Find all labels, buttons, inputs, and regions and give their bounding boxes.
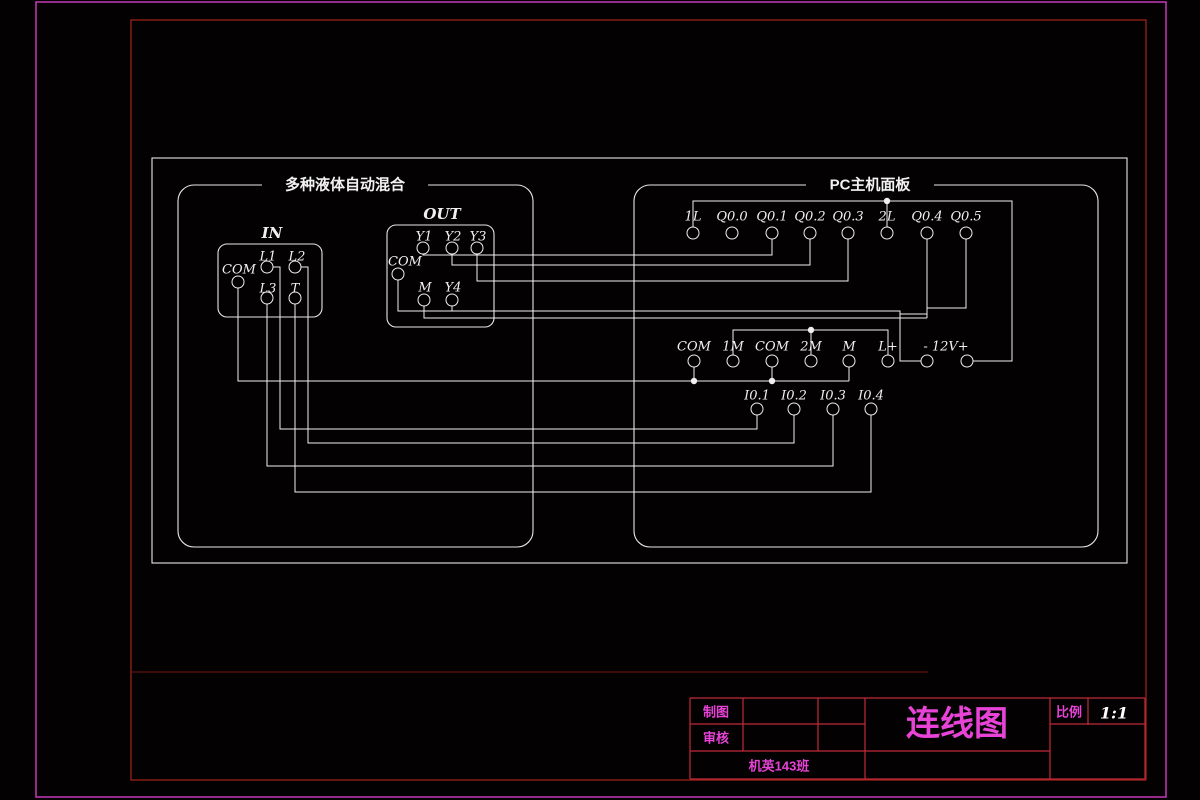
in-block-title: IN xyxy=(261,224,284,242)
terminal-circle-out-y4 xyxy=(445,293,459,307)
terminal-circle-out-y3 xyxy=(470,241,484,255)
wire-outcom-12vminus xyxy=(397,280,921,362)
terminal-label-pc-lplus: L+ xyxy=(877,340,898,355)
terminal-circle-pc-12v-plus xyxy=(960,354,974,368)
in-block xyxy=(217,243,323,318)
wire-1l-12vplus xyxy=(692,200,1013,362)
terminal-label-pc-q01: Q0.1 xyxy=(756,210,787,225)
terminal-label-pc-q03: Q0.3 xyxy=(832,210,863,225)
left-title-gap xyxy=(262,176,428,194)
terminal-label-pc-q02: Q0.2 xyxy=(794,210,825,225)
class-text: 机英143班 xyxy=(749,759,810,774)
terminal-circle-pc-i02 xyxy=(787,402,801,416)
terminal-label-in-l3: L3 xyxy=(259,282,277,297)
diagram-outline-rect xyxy=(151,157,1128,564)
terminal-label-pc-com2: COM xyxy=(755,340,790,355)
terminal-label-pc-q04: Q0.4 xyxy=(911,210,942,225)
terminal-circle-out-y2 xyxy=(445,241,459,255)
terminal-label-pc-com1: COM xyxy=(677,340,712,355)
wire-t-i04 xyxy=(294,304,872,493)
terminal-circle-in-l1 xyxy=(260,260,274,274)
terminal-label-out-y3: Y3 xyxy=(470,230,487,245)
inner-red-frame xyxy=(130,19,1147,781)
terminal-circle-pc-1l xyxy=(686,226,700,240)
terminal-label-out-com: COM xyxy=(388,255,423,270)
terminal-label-pc-1l: 1L xyxy=(685,210,702,225)
terminal-circle-pc-2l xyxy=(880,226,894,240)
wire-l3-i03 xyxy=(266,304,834,467)
terminal-label-in-l2: L2 xyxy=(288,250,306,265)
terminal-circle-pc-q03 xyxy=(841,226,855,240)
terminal-circle-pc-12v-minus xyxy=(920,354,934,368)
wire-common-bus xyxy=(237,288,849,382)
terminal-circle-in-l2 xyxy=(288,260,302,274)
wires xyxy=(237,200,1013,493)
terminal-label-in-l1: L1 xyxy=(259,250,277,265)
out-block xyxy=(386,224,495,328)
out-block-title: OUT xyxy=(423,205,462,223)
terminal-label-pc-2l: 2L xyxy=(878,210,896,225)
terminal-circle-pc-i04 xyxy=(864,402,878,416)
title-block: 制图 审核 机英143班 连线图 比例 1:1 xyxy=(689,697,1146,780)
terminal-label-pc-i02: I0.2 xyxy=(780,389,807,404)
terminal-circle-pc-com1 xyxy=(687,354,701,368)
terminal-label-pc-q05: Q0.5 xyxy=(950,210,981,225)
terminal-circle-pc-q05 xyxy=(959,226,973,240)
terminal-circle-out-m xyxy=(417,293,431,307)
wire-outm-q04 xyxy=(423,306,927,319)
terminal-circle-pc-q04 xyxy=(920,226,934,240)
terminal-label-pc-2m: 2M xyxy=(799,340,822,355)
plc-panel xyxy=(633,184,1099,548)
terminal-label-in-com: COM xyxy=(222,263,257,278)
terminal-label-pc-i01: I0.1 xyxy=(743,389,770,404)
terminal-label-out-y2: Y2 xyxy=(445,230,462,245)
wire-l2-i02 xyxy=(301,266,795,444)
wire-y3-q03 xyxy=(476,239,849,282)
terminal-circle-pc-i03 xyxy=(826,402,840,416)
terminal-label-pc-1m: 1M xyxy=(722,340,744,355)
terminal-label-out-y1: Y1 xyxy=(416,230,433,245)
terminal-circle-pc-lplus xyxy=(881,354,895,368)
drawn-by-label: 制图 xyxy=(703,705,729,720)
junction-com2 xyxy=(768,377,776,385)
terminal-circle-pc-1m xyxy=(726,354,740,368)
junction-2l xyxy=(883,197,891,205)
junction-com1 xyxy=(690,377,698,385)
plc-panel-title: PC主机面板 xyxy=(830,176,912,194)
terminal-label-out-y4: Y4 xyxy=(445,281,462,296)
terminal-label-pc-m: M xyxy=(841,340,856,355)
terminal-circle-out-y1 xyxy=(416,241,430,255)
terminal-circle-in-t xyxy=(288,291,302,305)
terminal-label-pc-12v-label: - 12V+ xyxy=(923,340,968,355)
scale-value: 1:1 xyxy=(1100,704,1128,723)
terminal-label-in-t: T xyxy=(291,282,301,297)
terminal-circle-pc-q01 xyxy=(765,226,779,240)
terminal-circle-out-com xyxy=(391,267,405,281)
terminal-circle-pc-com2 xyxy=(765,354,779,368)
terminal-circle-pc-i01 xyxy=(750,402,764,416)
left-panel-title: 多种液体自动混合 xyxy=(285,176,406,194)
terminal-circle-in-com xyxy=(231,275,245,289)
wire-y2-q02 xyxy=(451,239,811,266)
wire-q05-join xyxy=(927,239,967,309)
terminal-circle-pc-m xyxy=(842,354,856,368)
terminal-label-pc-q00: Q0.0 xyxy=(716,210,747,225)
scale-label: 比例 xyxy=(1056,705,1082,720)
right-title-gap xyxy=(806,176,934,194)
terminal-circle-pc-q00 xyxy=(725,226,739,240)
terminal-circle-in-l3 xyxy=(260,291,274,305)
wire-l1-i01 xyxy=(273,266,758,430)
terminal-label-out-m: M xyxy=(417,281,432,296)
terminal-circle-pc-2m xyxy=(804,354,818,368)
outer-magenta-border xyxy=(35,1,1167,798)
terminal-label-pc-i03: I0.3 xyxy=(819,389,846,404)
terminal-label-pc-i04: I0.4 xyxy=(857,389,884,404)
terminal-circle-pc-q02 xyxy=(803,226,817,240)
junction-2m xyxy=(807,326,815,334)
checked-by-label: 审核 xyxy=(703,731,729,746)
drawing-title: 连线图 xyxy=(906,705,1008,743)
junction-dots xyxy=(690,197,891,385)
